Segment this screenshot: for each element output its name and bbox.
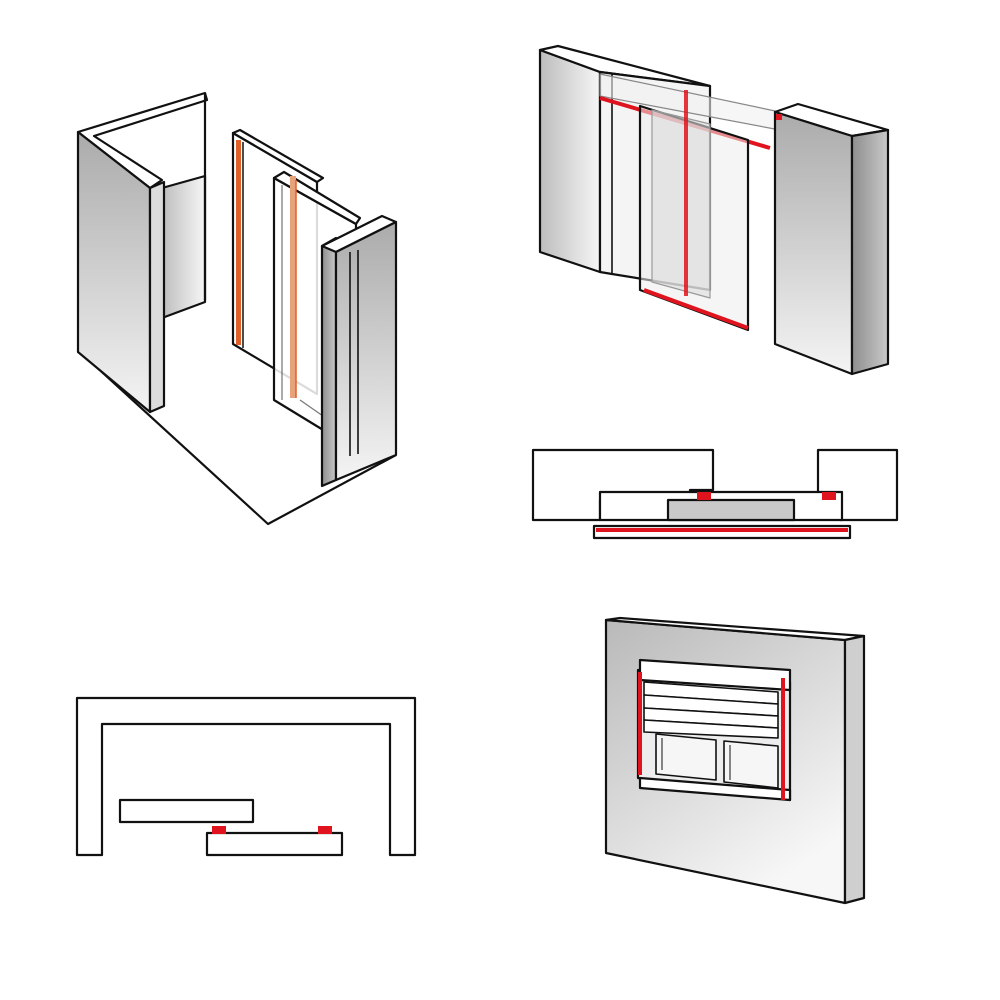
front-wall-face [334, 220, 398, 482]
bottom-seal [643, 288, 749, 330]
right-block-front [773, 110, 854, 376]
frame-section-panel [75, 696, 417, 857]
front-wall-side [320, 236, 338, 488]
shutter-slats [643, 681, 779, 739]
right-block-side [850, 128, 890, 376]
lower-leaf [205, 831, 344, 857]
roller-shutter-panel [604, 616, 866, 905]
rear-door-edge [231, 128, 325, 184]
door-inner-left [651, 109, 711, 299]
right-seal [822, 492, 836, 500]
frame-outline [75, 696, 417, 857]
sliding-door-section-panel [531, 448, 899, 540]
left-block-front [538, 48, 602, 274]
wall-side [843, 634, 866, 905]
window-pane-left [655, 733, 717, 781]
window-pane-right [723, 740, 779, 789]
lower-leaf-seal-left [212, 826, 226, 834]
floor-outline [79, 351, 397, 526]
lower-leaf-seal-right [318, 826, 332, 834]
rear-door-seal [236, 140, 241, 345]
front-door-seal [290, 176, 296, 398]
left-wall-edge [148, 180, 166, 414]
sliding-door-wall-panel [538, 44, 890, 376]
upper-leaf [118, 798, 255, 824]
back-wall-face [160, 174, 207, 320]
corner-wall-glass-doors-panel [76, 91, 398, 526]
left-seal [697, 492, 711, 500]
window-sill [638, 776, 792, 802]
door-leaf-section [666, 498, 796, 522]
